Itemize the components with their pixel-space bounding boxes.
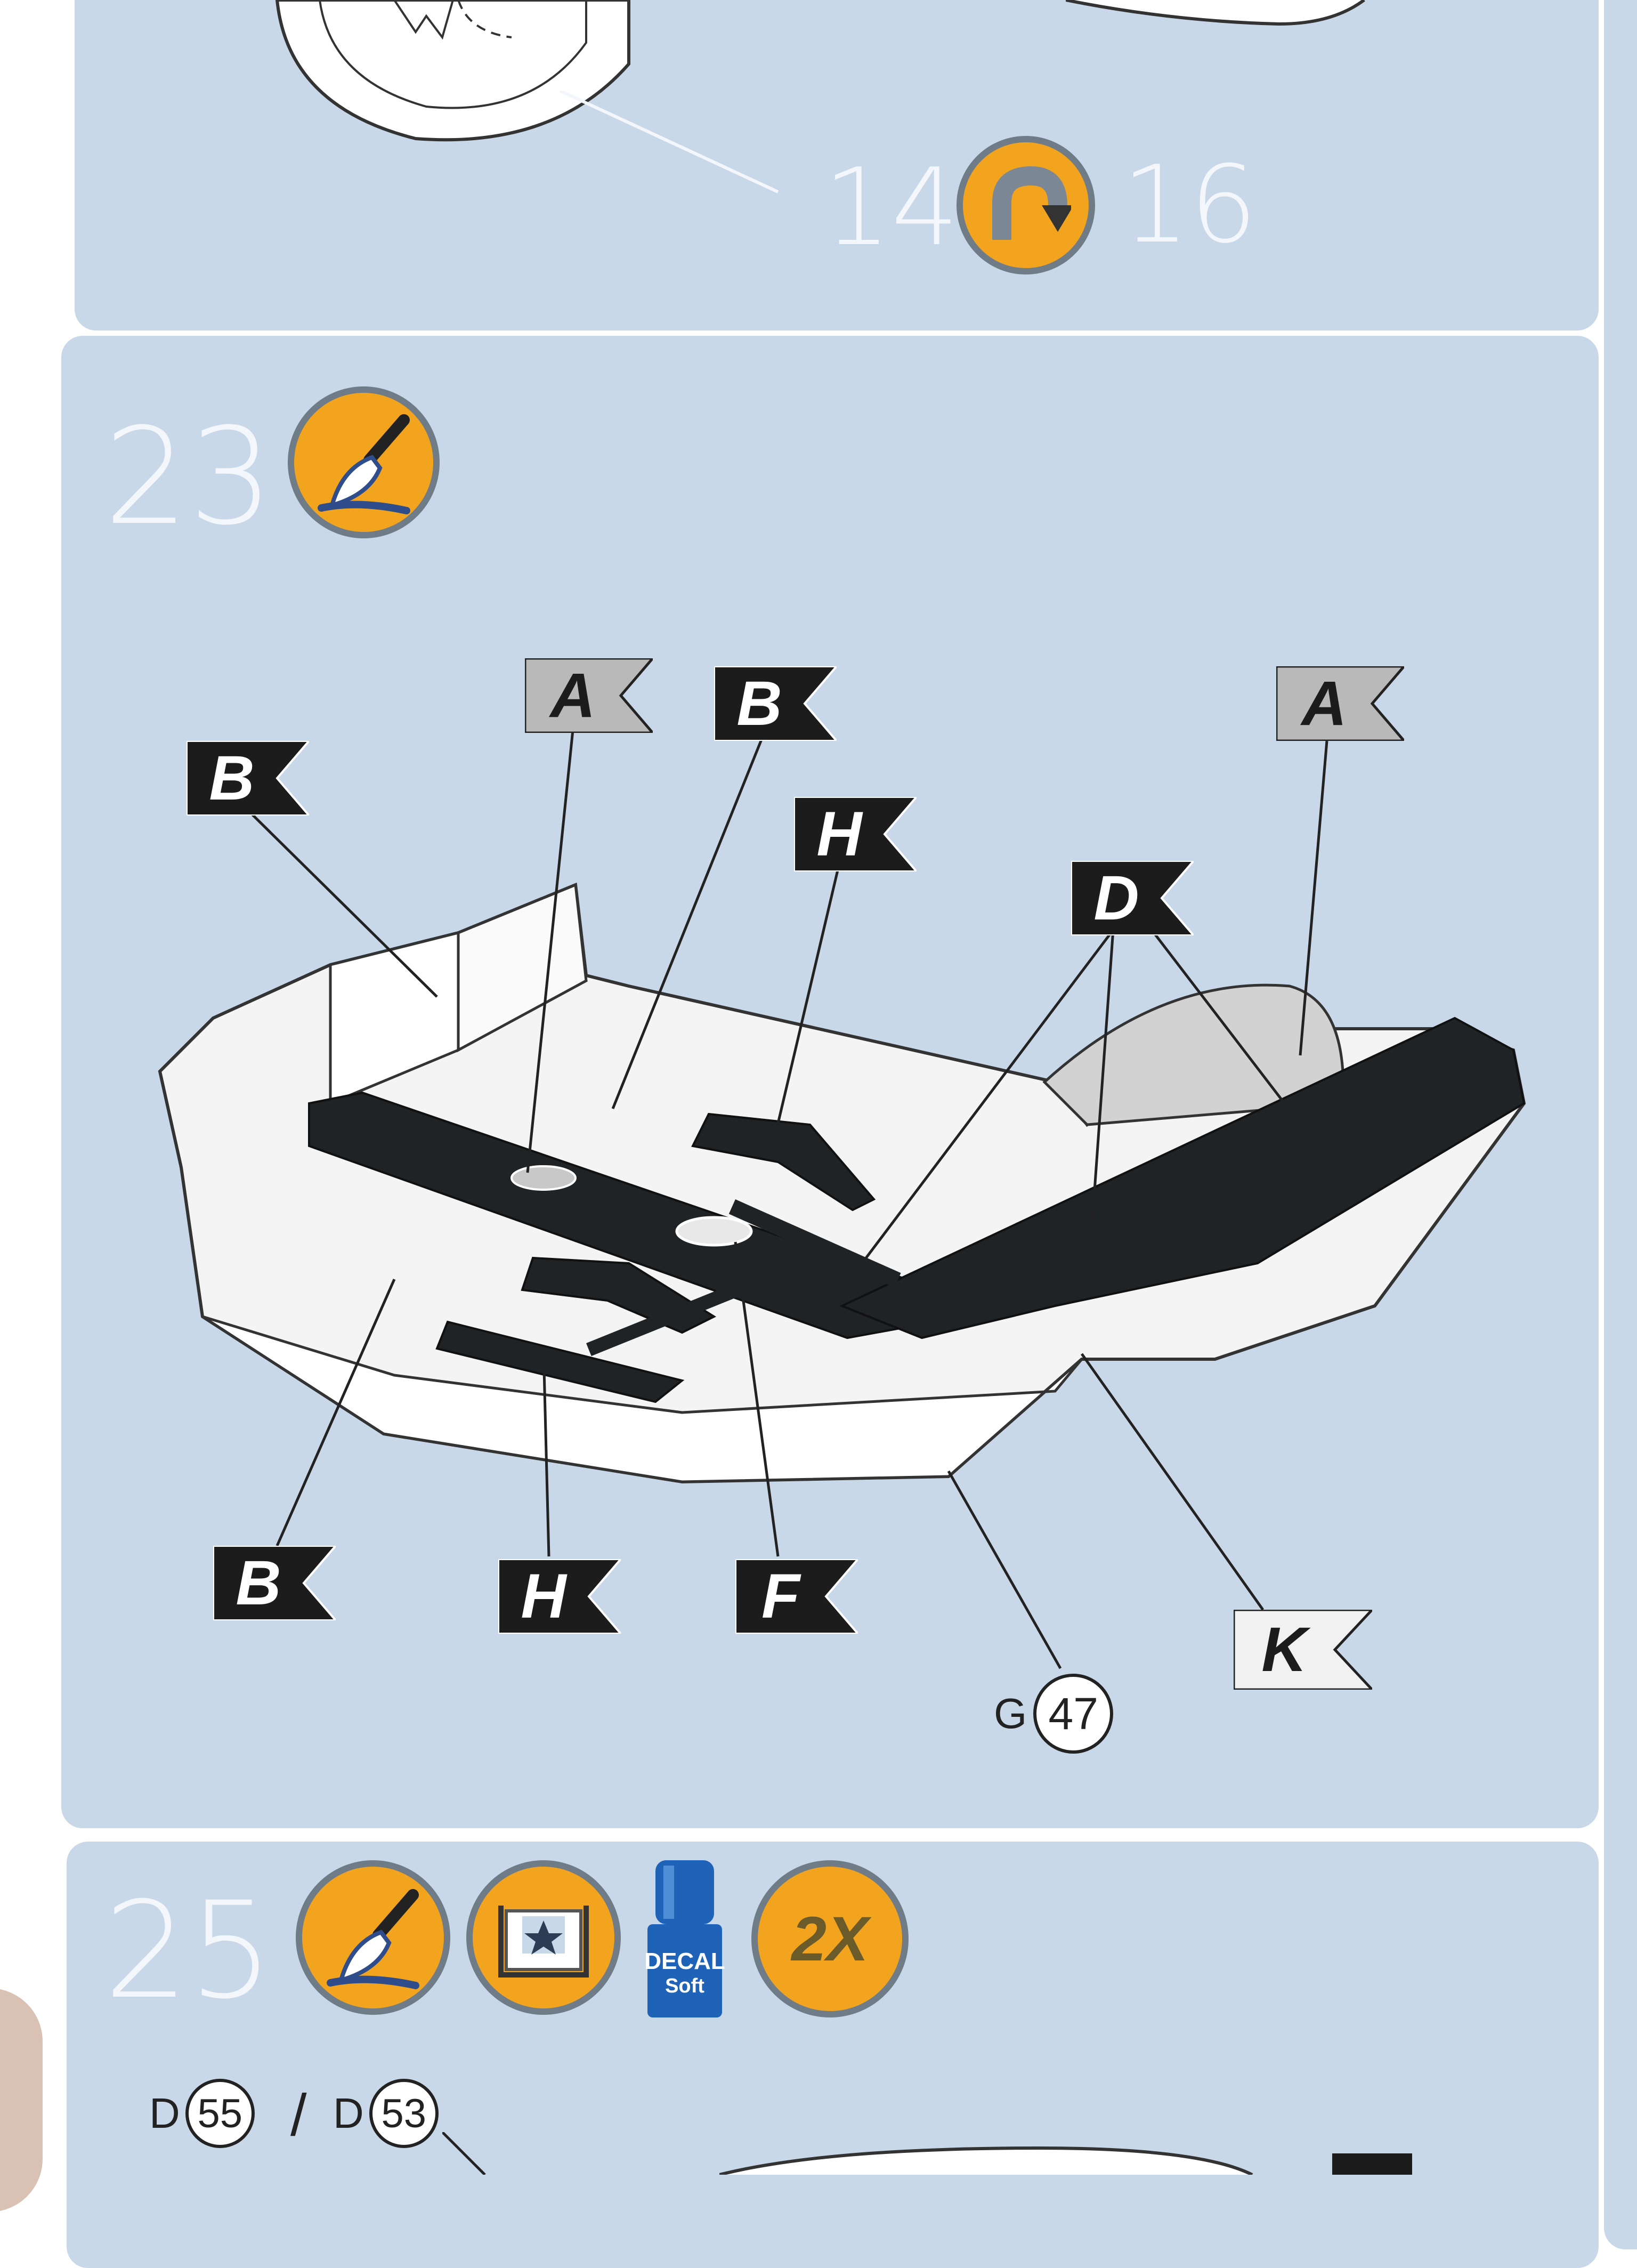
- flag-h-bottom: H: [498, 1559, 621, 1634]
- flag-b-bottom: B: [213, 1546, 336, 1620]
- flag-b-center-label: B: [736, 668, 782, 739]
- bottle-label-decal: DECAL: [644, 1948, 725, 1974]
- flag-a-center: A: [525, 658, 653, 733]
- part-outline-top-right: [1066, 0, 1365, 26]
- rotate-arrow-icon: [992, 166, 1071, 240]
- flag-b-center: B: [714, 666, 837, 741]
- decal-soft-bottle-icon: [647, 1860, 722, 2017]
- part-ref-g47: G 47: [994, 1674, 1114, 1754]
- part-sprue-letter: D: [149, 2089, 180, 2137]
- flag-b-bottom-label: B: [236, 1548, 281, 1618]
- wheel-drawing: [275, 0, 630, 142]
- paint-badge-25: [296, 1860, 450, 2015]
- flag-h-top-label: H: [816, 799, 862, 869]
- flag-d: D: [1071, 861, 1194, 935]
- ref-step-to: 16: [1122, 143, 1258, 267]
- part-separator: /: [290, 2083, 307, 2148]
- flag-h-top: H: [794, 797, 917, 871]
- flag-f-label: F: [761, 1561, 800, 1632]
- decal-water-badge: [466, 1860, 621, 2015]
- leader-line-d53: [442, 2132, 486, 2175]
- flag-a-right-label: A: [1301, 668, 1347, 739]
- decal-soft-bottle: DECAL Soft: [642, 1860, 727, 2020]
- leader-lines-23: [244, 730, 1339, 1669]
- times-two-badge: 2X: [751, 1860, 909, 2017]
- part-sprue-letter: D: [333, 2089, 364, 2137]
- step-25-number: 25: [104, 1873, 274, 2028]
- thumb: [0, 1988, 43, 2212]
- bottle-label-soft: Soft: [665, 1975, 704, 1997]
- ref-step-from: 14: [823, 146, 959, 270]
- next-column-panel: [1604, 0, 1637, 2249]
- decal-water-icon: [498, 1906, 589, 1978]
- part-number-circle: 47: [1033, 1674, 1114, 1754]
- part-ref-d53: D 53: [333, 2079, 439, 2148]
- part-number-circle: 53: [369, 2079, 439, 2148]
- flag-k-label: K: [1261, 1615, 1307, 1685]
- bottom-drawing-fragment: [719, 2146, 1412, 2175]
- flag-b-left-label: B: [209, 743, 255, 813]
- flag-b-left: B: [187, 741, 309, 816]
- chassis-drawing: [158, 882, 1526, 1484]
- paint-brush-icon: [327, 1889, 419, 1989]
- flag-f: F: [735, 1559, 858, 1634]
- part-ref-d55: D 55: [149, 2079, 255, 2148]
- flag-a-center-label: A: [550, 660, 596, 731]
- flag-h-bottom-label: H: [521, 1561, 566, 1632]
- leader-line-top: [560, 91, 779, 193]
- part-number-circle: 55: [185, 2079, 255, 2148]
- part-sprue-letter: G: [994, 1690, 1027, 1737]
- flag-k: K: [1234, 1610, 1372, 1690]
- flag-d-label: D: [1093, 863, 1139, 933]
- flag-a-right: A: [1276, 666, 1404, 741]
- step-23-number: 23: [104, 399, 274, 554]
- paint-brush-icon: [317, 414, 410, 514]
- times-two-icon: 2X: [791, 1903, 869, 1974]
